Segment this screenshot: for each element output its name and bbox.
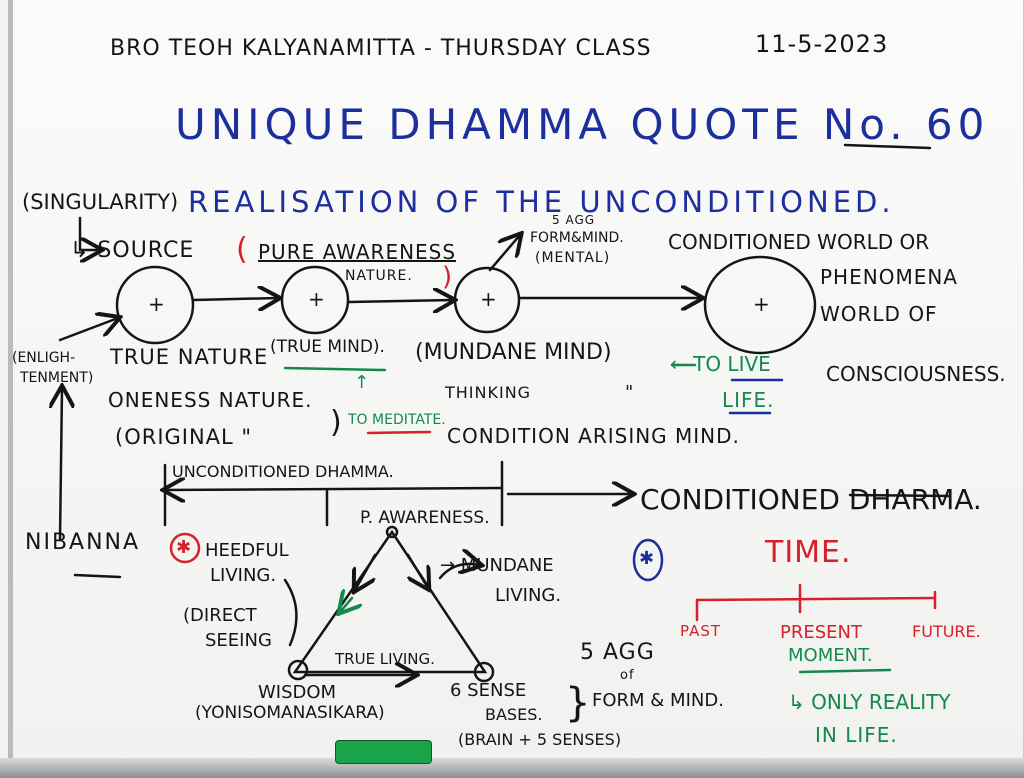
- form-mind-label-2: FORM & MIND.: [592, 690, 724, 711]
- original-label: (ORIGINAL ": [115, 425, 253, 449]
- present-label: PRESENT: [780, 622, 862, 643]
- arrow: [355, 553, 377, 590]
- circle-mark: +: [480, 287, 498, 311]
- arrow: [192, 298, 278, 300]
- direct-label: (DIRECT: [183, 605, 257, 626]
- condition-arising-label: CONDITION ARISING MIND.: [447, 424, 740, 448]
- seeing-label: SEEING: [205, 630, 272, 651]
- enlightenment-label: (ENLIGH-: [12, 350, 76, 366]
- blue-star-circle: [632, 538, 664, 582]
- line: [366, 430, 432, 435]
- circle-mark: +: [753, 292, 771, 316]
- consciousness-label: CONSCIOUSNESS.: [826, 362, 1006, 386]
- whiteboard-eraser: [335, 740, 432, 764]
- line: [848, 493, 952, 498]
- arrow: [406, 553, 428, 588]
- oneness-label: ONENESS NATURE.: [108, 388, 313, 412]
- main-heading: REALISATION OF THE UNCONDITIONED.: [188, 185, 895, 219]
- underline: [73, 573, 122, 579]
- unconditioned-arrow: [165, 488, 502, 490]
- in-life-label: IN LIFE.: [815, 723, 898, 747]
- whiteboard: [8, 0, 1024, 760]
- five-agg-label: 5 AGG: [580, 640, 655, 665]
- vertex: [287, 659, 309, 681]
- arrow: [347, 300, 453, 302]
- paren: ): [442, 262, 454, 292]
- conditioned-dharma-label: CONDITIONED DHARMA.: [640, 483, 982, 516]
- form-mind-label: FORM&MIND.: [530, 230, 624, 246]
- brace: [283, 578, 298, 647]
- yoniso-label: (YONISOMANASIKARA): [195, 703, 385, 723]
- six-sense-label: 6 SENSE: [450, 680, 527, 701]
- world-of-label: WORLD OF: [820, 302, 938, 326]
- of-label: of: [620, 668, 635, 683]
- wisdom-label: WISDOM: [258, 682, 337, 703]
- underline: [798, 668, 892, 674]
- mundane-mind-label: (MUNDANE MIND): [415, 340, 612, 365]
- asterisk-icon: ✱: [176, 537, 193, 558]
- circle-mark: +: [148, 292, 166, 316]
- to-live-label: ← TO LIVE: [670, 352, 771, 376]
- true-mind-label: (TRUE MIND).: [270, 337, 385, 357]
- brain-senses-label: (BRAIN + 5 SENSES): [458, 730, 622, 749]
- true-living-label: TRUE LIVING.: [335, 650, 435, 668]
- source-label: ↳ SOURCE: [70, 238, 195, 263]
- only-reality-label: ↳ ONLY REALITY: [788, 690, 951, 714]
- arrow: [78, 216, 100, 250]
- circle-mark: +: [308, 287, 326, 311]
- true-nature-label: TRUE NATURE: [110, 345, 269, 369]
- nature-label: NATURE.: [345, 268, 413, 284]
- unconditioned-dhamma-label: UNCONDITIONED DHAMMA.: [172, 462, 394, 481]
- underline: [843, 143, 932, 150]
- asterisk-icon: ✱: [639, 548, 656, 569]
- vertex: [385, 525, 399, 539]
- vertex: [473, 661, 495, 683]
- arrow: [438, 564, 480, 580]
- red-star-circle: [169, 532, 201, 564]
- marker-tray: [0, 758, 1024, 778]
- paren: (: [236, 232, 249, 267]
- living-label: LIVING.: [210, 565, 277, 586]
- mundane-label: → MUNDANE: [440, 555, 554, 576]
- nibanna-label: NIBANNA: [25, 530, 141, 555]
- mental-label: (MENTAL): [535, 250, 611, 266]
- conditioned-world-label: CONDITIONED WORLD OR: [668, 230, 930, 254]
- agg-label: 5 AGG: [552, 213, 596, 227]
- source-circle: [115, 265, 195, 345]
- thinking-label: THINKING: [445, 383, 532, 402]
- up-arrow-icon: ↑: [354, 372, 371, 393]
- future-label: FUTURE.: [912, 622, 981, 641]
- class-date: 11-5-2023: [755, 30, 889, 58]
- arrow: [60, 388, 62, 542]
- pure-awareness-label: PURE AWARENESS: [258, 240, 457, 264]
- line: [283, 366, 387, 372]
- phenomena-label: PHENOMENA: [820, 265, 958, 289]
- life-label: LIFE.: [722, 388, 775, 412]
- time-label: TIME.: [765, 535, 852, 570]
- enlightenment-label-2: TENMENT): [20, 370, 94, 386]
- ditto-mark: ": [625, 382, 635, 403]
- bases-label: BASES.: [485, 705, 543, 724]
- p-awareness-label: P. AWARENESS.: [360, 508, 490, 528]
- to-meditate-label: TO MEDITATE.: [348, 412, 446, 428]
- singularity-label: (SINGULARITY): [22, 190, 179, 214]
- time-bracket: [695, 583, 937, 622]
- arrow: [340, 598, 352, 612]
- brace: ): [330, 405, 343, 440]
- moment-label: MOMENT.: [788, 645, 873, 666]
- class-title: BRO TEOH KALYANAMITTA - THURSDAY CLASS: [110, 36, 652, 61]
- arrow: [488, 235, 520, 272]
- heedful-label: HEEDFUL: [205, 540, 289, 561]
- quote-title: UNIQUE DHAMMA QUOTE No. 60: [175, 100, 990, 149]
- arrow: [58, 318, 118, 342]
- brace: }: [565, 680, 591, 726]
- mundane-living-label: LIVING.: [495, 585, 562, 606]
- past-label: PAST: [680, 622, 722, 640]
